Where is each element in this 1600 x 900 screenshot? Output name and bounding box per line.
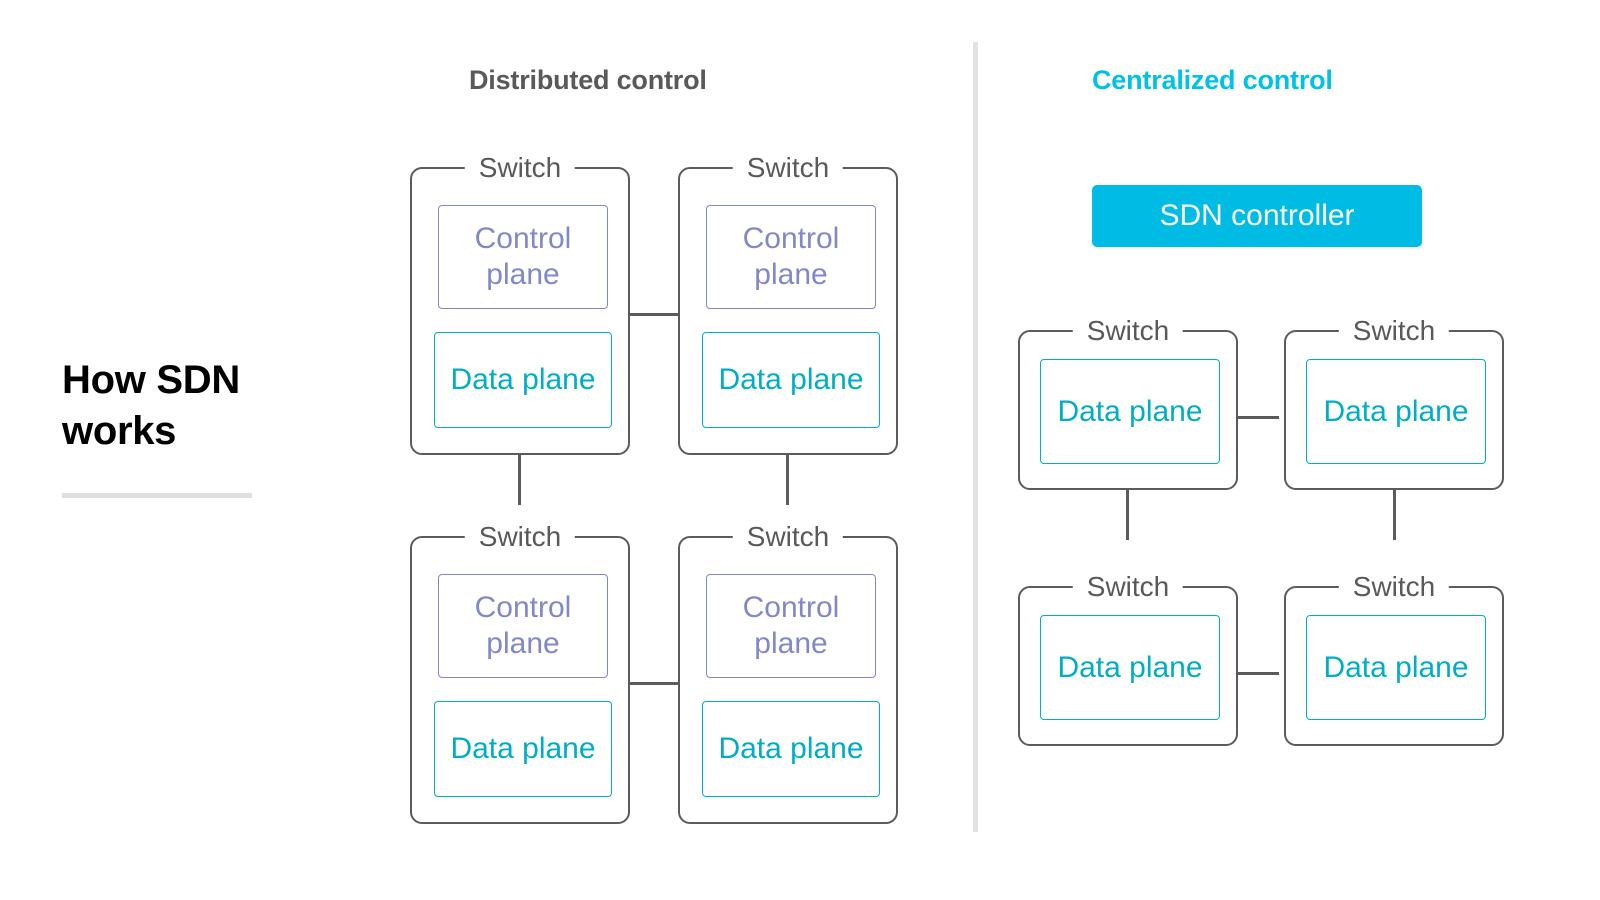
data-plane-box[interactable]: Data plane — [1040, 615, 1220, 720]
data-plane-box[interactable]: Data plane — [1040, 359, 1220, 464]
switch-centralized-4[interactable]: Switch Data plane — [1284, 572, 1504, 746]
panel-divider — [973, 42, 978, 832]
switch-distributed-2[interactable]: Switch Control plane Data plane — [678, 153, 898, 455]
switch-label: Switch — [464, 522, 576, 552]
switch-centralized-3[interactable]: Switch Data plane — [1018, 572, 1238, 746]
data-plane-box[interactable]: Data plane — [702, 332, 880, 428]
connector-right-top-horizontal — [1237, 416, 1279, 419]
connector-left-top-horizontal — [630, 313, 680, 316]
switch-label: Switch — [464, 153, 576, 183]
switch-label: Switch — [1338, 572, 1450, 602]
title-block: How SDN works — [62, 355, 362, 499]
connector-left-bottom-horizontal — [630, 682, 680, 685]
title-underline-rule — [62, 493, 252, 499]
connector-right-col2-vertical — [1393, 490, 1396, 540]
data-plane-box[interactable]: Data plane — [434, 332, 612, 428]
switch-label: Switch — [732, 153, 844, 183]
switch-label: Switch — [732, 522, 844, 552]
page-title: How SDN works — [62, 358, 240, 454]
control-plane-box[interactable]: Control plane — [706, 574, 876, 678]
sdn-controller-box[interactable]: SDN controller — [1092, 185, 1422, 247]
control-plane-box[interactable]: Control plane — [706, 205, 876, 309]
data-plane-box[interactable]: Data plane — [434, 701, 612, 797]
connector-left-col1-vertical — [518, 455, 521, 505]
switch-label: Switch — [1338, 316, 1450, 346]
switch-label: Switch — [1072, 316, 1184, 346]
control-plane-box[interactable]: Control plane — [438, 205, 608, 309]
switch-distributed-3[interactable]: Switch Control plane Data plane — [410, 522, 630, 824]
data-plane-box[interactable]: Data plane — [1306, 615, 1486, 720]
heading-distributed-control: Distributed control — [469, 65, 707, 95]
data-plane-box[interactable]: Data plane — [1306, 359, 1486, 464]
data-plane-box[interactable]: Data plane — [702, 701, 880, 797]
switch-distributed-4[interactable]: Switch Control plane Data plane — [678, 522, 898, 824]
connector-left-col2-vertical — [786, 455, 789, 505]
heading-centralized-control: Centralized control — [1092, 65, 1333, 95]
connector-right-bottom-horizontal — [1237, 672, 1279, 675]
switch-centralized-2[interactable]: Switch Data plane — [1284, 316, 1504, 490]
switch-distributed-1[interactable]: Switch Control plane Data plane — [410, 153, 630, 455]
connector-right-col1-vertical — [1126, 490, 1129, 540]
control-plane-box[interactable]: Control plane — [438, 574, 608, 678]
switch-centralized-1[interactable]: Switch Data plane — [1018, 316, 1238, 490]
switch-label: Switch — [1072, 572, 1184, 602]
